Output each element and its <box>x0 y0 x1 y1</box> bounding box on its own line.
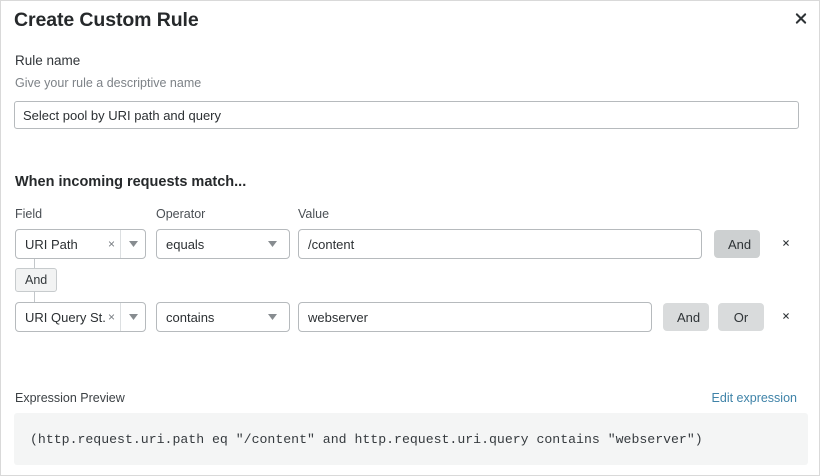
logic-or-button-2[interactable]: Or <box>718 303 764 331</box>
operator-select-2[interactable]: contains <box>156 302 290 332</box>
close-glyph <box>795 12 807 24</box>
field-select-1[interactable]: URI Path × <box>15 229 146 259</box>
column-header-field: Field <box>15 207 43 221</box>
delete-condition-button-1[interactable] <box>777 234 795 252</box>
edit-expression-link[interactable]: Edit expression <box>711 391 797 405</box>
logic-and-button-2[interactable]: And <box>663 303 709 331</box>
clear-icon[interactable]: × <box>107 237 115 251</box>
chevron-down-icon[interactable] <box>260 314 284 320</box>
field-select-2-value: URI Query St... <box>25 309 106 325</box>
value-input-2[interactable] <box>298 302 652 332</box>
close-glyph <box>783 313 789 319</box>
value-input-1[interactable] <box>298 229 702 259</box>
dialog-title: Create Custom Rule <box>14 9 199 31</box>
chevron-down-icon[interactable] <box>121 314 145 320</box>
operator-select-1[interactable]: equals <box>156 229 290 259</box>
connector-line-bottom <box>34 291 35 302</box>
condition-row: URI Query St... × contains And Or <box>1 302 819 332</box>
connector-and-badge[interactable]: And <box>15 268 58 292</box>
field-select-2[interactable]: URI Query St... × <box>15 302 146 332</box>
rule-name-help-text: Give your rule a descriptive name <box>15 76 202 90</box>
close-icon[interactable] <box>789 6 813 30</box>
field-select-1-value: URI Path <box>25 236 78 252</box>
select-divider <box>120 230 121 258</box>
chevron-down-icon[interactable] <box>260 241 284 247</box>
select-divider <box>120 303 121 331</box>
match-section-heading: When incoming requests match... <box>15 174 247 190</box>
expression-preview-code: (http.request.uri.path eq "/content" and… <box>14 413 808 465</box>
condition-row: URI Path × equals And <box>1 229 819 259</box>
expression-preview-label: Expression Preview <box>15 391 125 405</box>
clear-icon[interactable]: × <box>107 310 115 324</box>
column-header-operator: Operator <box>156 207 206 221</box>
column-header-value: Value <box>298 207 330 221</box>
delete-condition-button-2[interactable] <box>777 307 795 325</box>
connector-line-top <box>34 259 35 270</box>
rule-name-label: Rule name <box>15 53 81 68</box>
rule-name-input[interactable] <box>14 101 799 129</box>
operator-select-2-value: contains <box>166 309 215 325</box>
operator-select-1-value: equals <box>166 236 205 252</box>
logic-and-button-1[interactable]: And <box>714 230 760 258</box>
close-glyph <box>783 240 789 246</box>
chevron-down-icon[interactable] <box>121 241 145 247</box>
